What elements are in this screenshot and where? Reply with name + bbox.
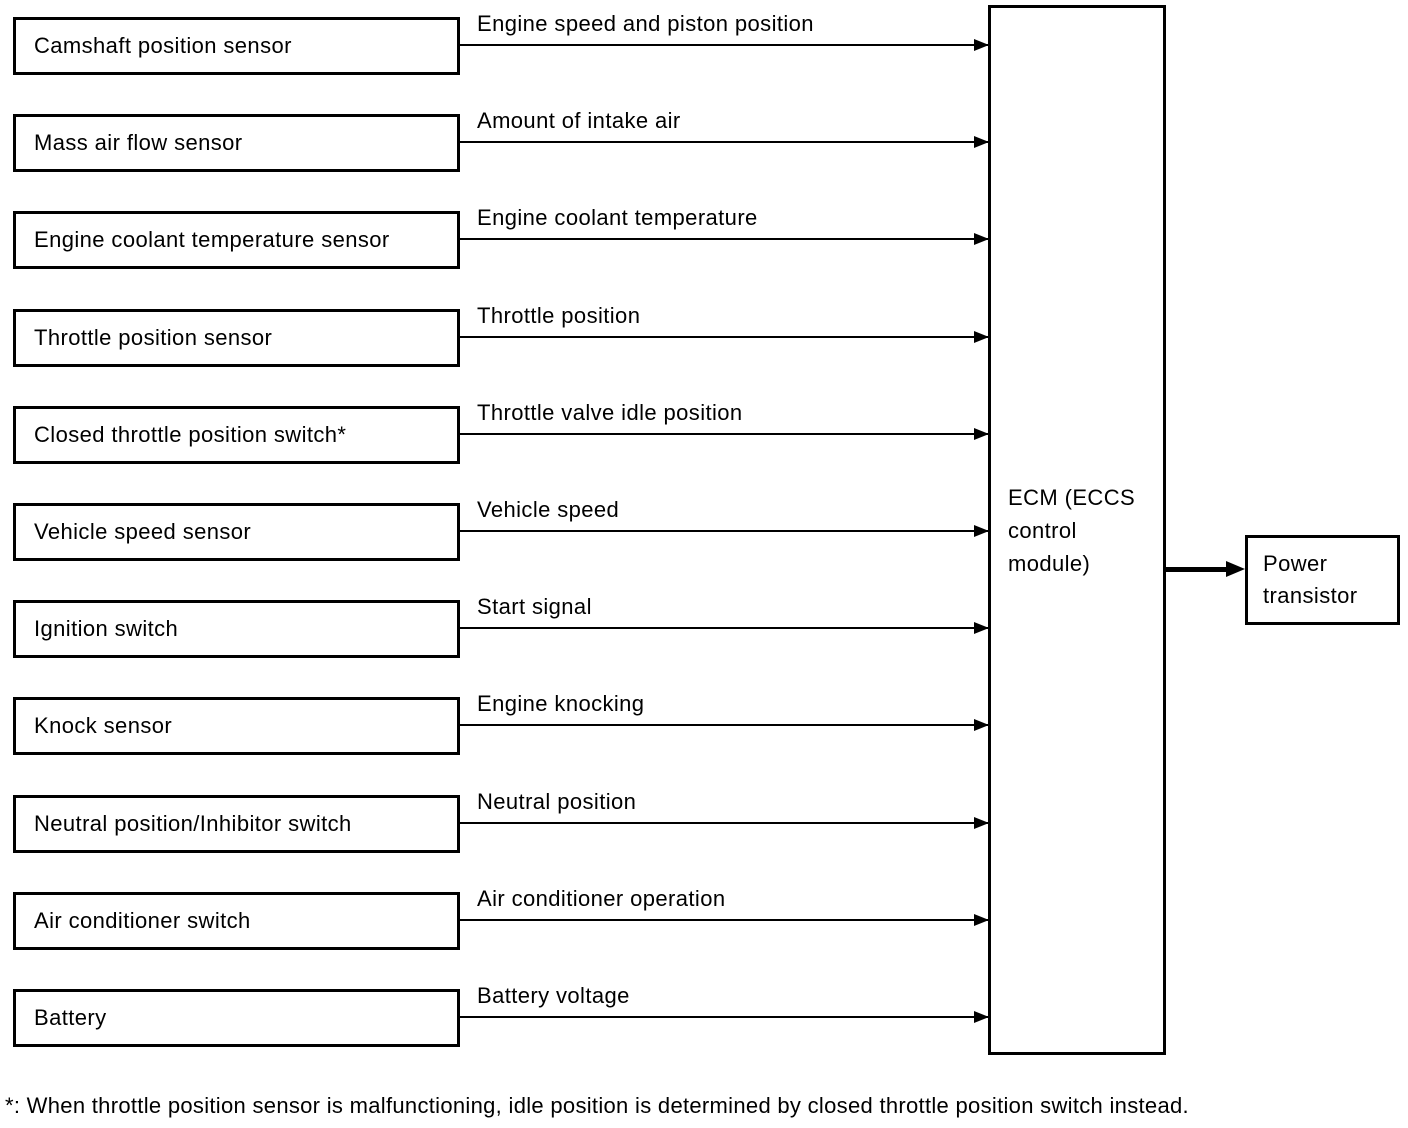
- arrow-connector: [460, 136, 989, 148]
- row-knock-sensor: Knock sensor Engine knocking: [0, 691, 1408, 755]
- arrow-connector: [460, 525, 989, 537]
- source-box: Air conditioner switch: [13, 892, 460, 950]
- arrowhead-icon: [974, 233, 989, 245]
- source-label: Ignition switch: [34, 616, 179, 641]
- source-label: Neutral position/Inhibitor switch: [34, 811, 352, 836]
- arrowhead-icon: [974, 1011, 989, 1023]
- signal-label: Throttle valve idle position: [477, 400, 743, 425]
- arrow-connector: [460, 1011, 989, 1023]
- signal-label: Engine coolant temperature: [477, 205, 758, 230]
- signal-label: Air conditioner operation: [477, 886, 726, 911]
- power-transistor-label: Power transistor: [1263, 551, 1358, 608]
- arrowhead-icon: [974, 914, 989, 926]
- source-label: Vehicle speed sensor: [34, 519, 252, 544]
- source-box: Vehicle speed sensor: [13, 503, 460, 561]
- source-box: Engine coolant temperature sensor: [13, 211, 460, 269]
- row-ignition-switch: Ignition switch Start signal: [0, 594, 1408, 658]
- source-box: Closed throttle position switch*: [13, 406, 460, 464]
- row-closed-throttle-position-switch: Closed throttle position switch* Throttl…: [0, 400, 1408, 464]
- source-label: Air conditioner switch: [34, 908, 251, 933]
- arrow-connector: [460, 233, 989, 245]
- signal-label: Engine knocking: [477, 691, 645, 716]
- source-box: Camshaft position sensor: [13, 17, 460, 75]
- arrow-connector: [460, 817, 989, 829]
- ecm-output-connector: [1166, 561, 1245, 577]
- row-neutral-position-inhibitor-switch: Neutral position/Inhibitor switch Neutra…: [0, 789, 1408, 853]
- arrowhead-icon: [974, 136, 989, 148]
- signal-label: Engine speed and piston position: [477, 11, 814, 36]
- row-battery: Battery Battery voltage: [0, 983, 1408, 1047]
- row-engine-coolant-temperature-sensor: Engine coolant temperature sensor Engine…: [0, 205, 1408, 269]
- row-throttle-position-sensor: Throttle position sensor Throttle positi…: [0, 303, 1408, 367]
- connector-line: [1166, 567, 1233, 572]
- source-box: Knock sensor: [13, 697, 460, 755]
- ecm-label: ECM (ECCS control module): [1008, 484, 1136, 576]
- arrow-connector: [460, 39, 989, 51]
- source-label: Throttle position sensor: [34, 325, 273, 350]
- ecm-box: ECM (ECCS control module): [988, 5, 1166, 1055]
- arrow-connector: [460, 331, 989, 343]
- arrowhead-icon: [974, 331, 989, 343]
- arrow-connector: [460, 622, 989, 634]
- source-label: Engine coolant temperature sensor: [34, 227, 390, 252]
- row-camshaft-position-sensor: Camshaft position sensor Engine speed an…: [0, 11, 1408, 75]
- power-transistor-box: Power transistor: [1245, 535, 1400, 625]
- signal-label: Vehicle speed: [477, 497, 620, 522]
- source-label: Knock sensor: [34, 713, 173, 738]
- row-air-conditioner-switch: Air conditioner switch Air conditioner o…: [0, 886, 1408, 950]
- footnote: *: When throttle position sensor is malf…: [5, 1093, 1189, 1118]
- arrowhead-icon: [974, 622, 989, 634]
- source-box: Throttle position sensor: [13, 309, 460, 367]
- row-vehicle-speed-sensor: Vehicle speed sensor Vehicle speed: [0, 497, 1408, 561]
- arrowhead-icon: [974, 428, 989, 440]
- arrowhead-icon: [974, 719, 989, 731]
- source-box: Ignition switch: [13, 600, 460, 658]
- source-label: Battery: [34, 1005, 107, 1030]
- signal-label: Amount of intake air: [477, 108, 681, 133]
- source-box: Neutral position/Inhibitor switch: [13, 795, 460, 853]
- source-box: Mass air flow sensor: [13, 114, 460, 172]
- arrowhead-icon: [974, 817, 989, 829]
- arrowhead-icon: [974, 39, 989, 51]
- arrowhead-icon: [974, 525, 989, 537]
- arrow-connector: [460, 914, 989, 926]
- arrow-connector: [460, 719, 989, 731]
- row-mass-air-flow-sensor: Mass air flow sensor Amount of intake ai…: [0, 108, 1408, 172]
- signal-label: Throttle position: [477, 303, 641, 328]
- source-box: Battery: [13, 989, 460, 1047]
- arrowhead-icon: [1226, 561, 1245, 577]
- source-label: Camshaft position sensor: [34, 33, 292, 58]
- signal-label: Start signal: [477, 594, 592, 619]
- source-label: Mass air flow sensor: [34, 130, 243, 155]
- signal-label: Battery voltage: [477, 983, 630, 1008]
- source-label: Closed throttle position switch*: [34, 422, 347, 447]
- signal-label: Neutral position: [477, 789, 637, 814]
- arrow-connector: [460, 428, 989, 440]
